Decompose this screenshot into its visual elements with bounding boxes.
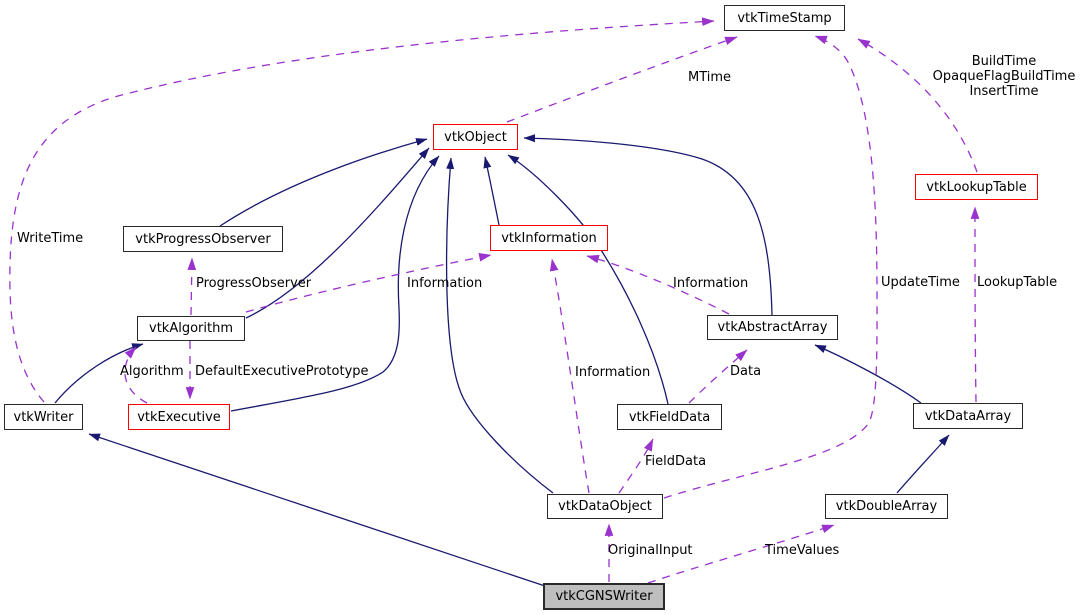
edge-inherit-information-object: [483, 156, 500, 226]
edge-label-writetime: WriteTime: [17, 231, 84, 246]
edge-use-algorithm-information: [245, 253, 492, 313]
edge-inherit-dataobject-object: [445, 157, 554, 494]
node-vtkAbstractArray[interactable]: vtkAbstractArray: [707, 315, 838, 340]
edge-label-lookuptable: LookupTable: [977, 275, 1058, 290]
edge-label-information-mid: Information: [575, 365, 651, 380]
node-vtkTimeStamp[interactable]: vtkTimeStamp: [724, 5, 845, 31]
edge-inherit-doublearray-dataarray: [896, 434, 950, 494]
edge-inherit-abstractarray-object: [523, 134, 773, 316]
edge-label-buildtimes: BuildTime OpaqueFlagBuildTime InsertTime: [928, 54, 1080, 99]
node-vtkLookupTable[interactable]: vtkLookupTable: [915, 174, 1038, 200]
edge-inherit-progressobserver-object: [219, 138, 428, 227]
edge-label-information-right: Information: [673, 276, 749, 291]
edge-use-dataobject-fielddata: [618, 438, 654, 494]
node-vtkWriter[interactable]: vtkWriter: [4, 404, 83, 430]
edge-label-fielddata: FieldData: [645, 454, 707, 469]
node-vtkDataArray[interactable]: vtkDataArray: [913, 403, 1023, 429]
edge-inherit-dataarray-abstractarray: [814, 344, 922, 404]
edge-label-buildtime-line3: InsertTime: [969, 84, 1039, 99]
edge-label-progressobserver: ProgressObserver: [196, 276, 312, 291]
edge-label-defaultexecutiveprototype: DefaultExecutivePrototype: [195, 364, 369, 379]
node-vtkInformation[interactable]: vtkInformation: [490, 225, 608, 251]
edge-use-fielddata-abstractarray-data: [688, 349, 748, 404]
edge-label-originalinput: OriginalInput: [608, 543, 693, 558]
node-vtkFieldData[interactable]: vtkFieldData: [617, 404, 722, 430]
node-vtkExecutive[interactable]: vtkExecutive: [128, 404, 230, 430]
edge-inherit-executive-object: [230, 155, 440, 412]
edge-use-lookuptable-timestamp-buildtimes: [857, 38, 978, 173]
edge-inherit-cgnswriter-writer: [88, 433, 546, 587]
edge-use-executive-algorithm: [124, 346, 148, 404]
node-vtkCGNSWriter: vtkCGNSWriter: [543, 583, 665, 610]
node-vtkAlgorithm[interactable]: vtkAlgorithm: [137, 316, 245, 341]
edge-use-algorithm-progressobserver: [187, 257, 197, 316]
edge-label-data: Data: [730, 364, 762, 379]
node-vtkObject[interactable]: vtkObject: [433, 124, 518, 150]
node-vtkDoubleArray[interactable]: vtkDoubleArray: [825, 494, 948, 519]
edge-use-writer-timestamp-writetime: [9, 17, 715, 403]
edge-use-cgnswriter-doublearray-timevalues: [647, 524, 835, 584]
edge-inherit-algorithm-object: [245, 147, 430, 319]
edge-label-timevalues: TimeValues: [765, 543, 840, 558]
node-vtkProgressObserver[interactable]: vtkProgressObserver: [123, 226, 283, 252]
edge-label-mtime: MTime: [688, 70, 732, 85]
edge-use-dataobject-timestamp-updatetime: [663, 35, 878, 499]
edge-label-buildtime-line2: OpaqueFlagBuildTime: [932, 69, 1076, 84]
edge-label-updatetime: UpdateTime: [881, 275, 960, 290]
edge-label-buildtime-line1: BuildTime: [971, 54, 1037, 69]
edge-use-abstractarray-information: [586, 254, 730, 315]
node-vtkDataObject[interactable]: vtkDataObject: [547, 494, 663, 519]
edge-use-object-timestamp-mtime: [506, 36, 738, 123]
edge-label-information-left: Information: [407, 276, 483, 291]
edge-label-algorithm: Algorithm: [120, 364, 184, 379]
edge-use-dataarray-lookuptable: [970, 206, 980, 403]
